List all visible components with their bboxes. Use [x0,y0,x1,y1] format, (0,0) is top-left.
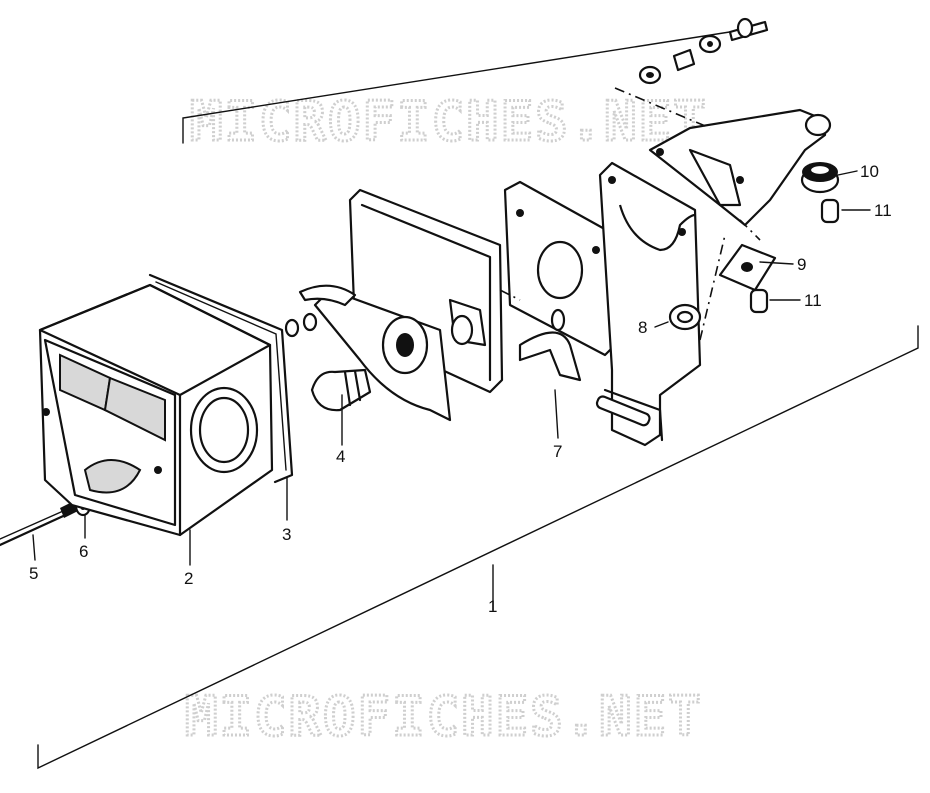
callout-3: 3 [282,525,291,544]
part-7-base-plate [503,180,617,382]
part-stay-bracket [648,108,832,227]
part-nut-small [284,312,318,338]
part-11-collar-upper [820,198,840,224]
part-top-washer [698,34,722,54]
callout-8: 8 [638,318,647,337]
part-socket-case [298,188,504,422]
callout-6: 6 [79,542,88,561]
callout-11-lower: 11 [804,291,822,310]
callout-7: 7 [553,442,562,461]
part-top-collar [672,48,696,72]
part-3-gasket [148,273,294,484]
watermark-bottom: MICROFICHES.NET [185,685,703,748]
callout-1: 1 [488,597,497,616]
part-top-bolt [728,17,769,42]
callout-4: 4 [336,447,345,466]
part-10-grommet [800,162,840,194]
part-license-bracket [595,161,702,447]
part-2-lens [38,283,274,537]
callout-11-upper: 11 [874,201,892,220]
assembly-bracket-line [37,27,919,770]
callout-2: 2 [184,569,193,588]
watermark-top: MICROFICHES.NET [190,90,708,153]
callout-10: 10 [860,162,879,181]
part-5-screw [0,500,80,547]
callout-5: 5 [29,564,38,583]
leader-lines [32,170,871,566]
part-4-bulb [310,368,372,412]
part-top-nut [638,65,662,85]
callout-9: 9 [797,255,806,274]
part-11-collar-lower [749,288,769,314]
part-9-nut-clip [718,243,777,292]
assembly-guide-lines [499,87,761,341]
part-8-washer [668,303,702,331]
